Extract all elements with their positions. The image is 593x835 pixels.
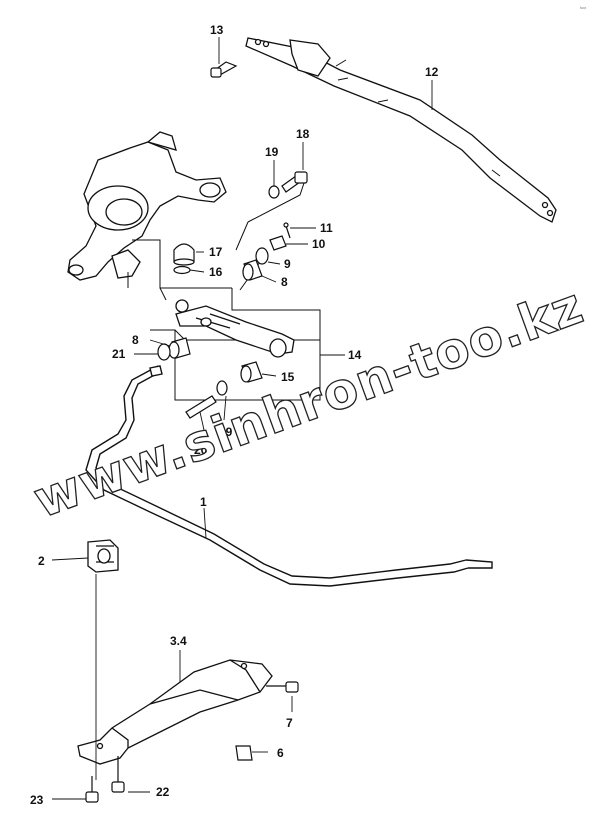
leader-lines (51, 37, 433, 800)
part-13-bolt (210, 61, 238, 78)
callout-23: 23 (30, 793, 44, 807)
part-9-washer (255, 247, 269, 265)
part-17-bushing (173, 243, 195, 266)
corner-mark: ᶠᵉˣˣ (580, 6, 587, 12)
callout-16: 16 (209, 265, 223, 279)
callout-labels: 1 2 3.4 6 7 8 8 9 10 11 12 13 14 15 16 1… (30, 23, 439, 807)
part-19-washer-upper (268, 185, 280, 199)
part-20-bolt (185, 395, 217, 419)
part-11-pin (283, 222, 291, 239)
callout-2: 2 (38, 554, 45, 568)
callout-12: 12 (425, 65, 439, 79)
callout-9: 9 (284, 257, 291, 271)
callout-21: 21 (112, 347, 126, 361)
part-8-bushing-upper (242, 259, 263, 281)
callout-6: 6 (277, 746, 284, 760)
callout-14: 14 (348, 348, 362, 362)
part-1-stabilizer-bar (85, 365, 493, 587)
part-22-bolt (111, 756, 125, 793)
part-2-stabilizer-bushing (87, 539, 119, 573)
callout-7: 7 (286, 716, 293, 730)
callout-8-lower: 8 (132, 333, 139, 347)
part-12-rod (245, 37, 557, 223)
part-6-nut (235, 745, 253, 761)
callout-19-lower: 19 (219, 425, 233, 439)
steering-knuckle (67, 131, 227, 281)
callout-15: 15 (281, 370, 295, 384)
part-14-lower-arm (175, 299, 295, 358)
callout-19-upper: 19 (265, 145, 279, 159)
callout-13: 13 (210, 23, 224, 37)
callout-3-4: 3.4 (170, 634, 187, 648)
part-8-bushing-lower (168, 337, 191, 359)
part-19-washer-lower (216, 380, 228, 396)
part-21-washer (157, 343, 171, 361)
part-23-bolt (85, 776, 99, 803)
part-10-nut (269, 235, 287, 251)
callout-8-upper: 8 (281, 275, 288, 289)
part-15-bushing (240, 361, 263, 383)
callout-10: 10 (312, 237, 326, 251)
callout-18: 18 (296, 127, 310, 141)
callout-11: 11 (320, 221, 333, 235)
part-16-ring (173, 265, 191, 275)
callout-1: 1 (200, 495, 207, 509)
callout-22: 22 (156, 785, 170, 799)
part-18-bolt (281, 171, 308, 193)
callout-20: 20 (194, 443, 208, 457)
callout-17: 17 (209, 245, 223, 259)
part-7-bolt (266, 681, 299, 693)
part-3-4-bracket (77, 659, 273, 765)
watermark-text: www.sinhron-too.kz (26, 276, 591, 529)
